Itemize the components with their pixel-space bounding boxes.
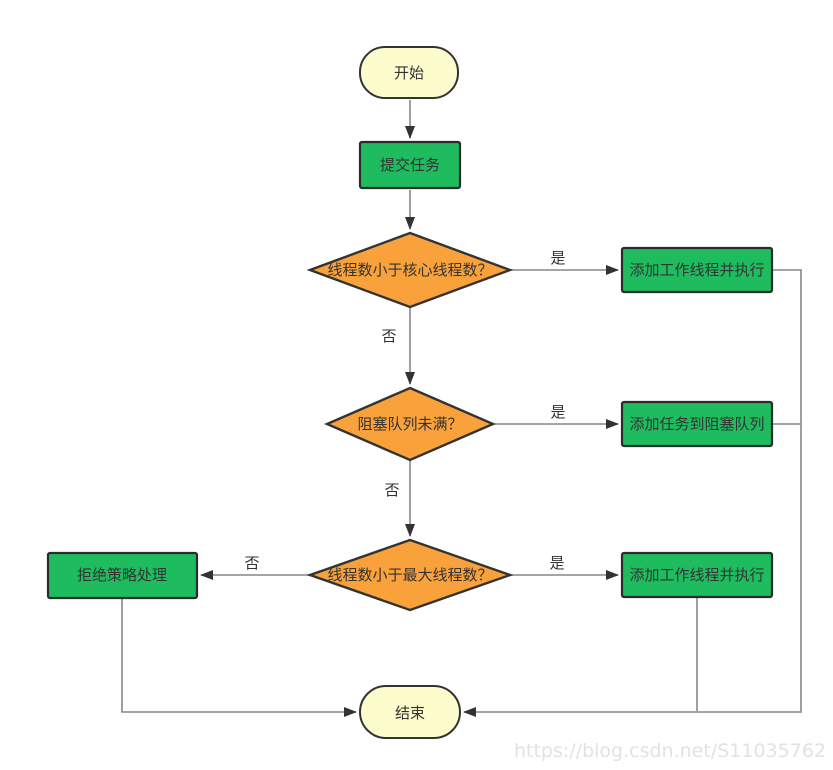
watermark-text: https://blog.csdn.net/S11035762 bbox=[514, 740, 826, 762]
label-d2-no: 否 bbox=[384, 481, 399, 499]
label-d3-no: 否 bbox=[244, 554, 259, 572]
reject-policy-label: 拒绝策略处理 bbox=[77, 566, 167, 584]
node-decision-queue: 阻塞队列未满？ bbox=[323, 386, 497, 462]
add-worker-bottom-shape bbox=[620, 551, 774, 599]
node-add-task-queue: 添加任务到阻塞队列 bbox=[620, 400, 774, 448]
end-label: 结束 bbox=[395, 704, 425, 722]
node-submit-task: 提交任务 bbox=[358, 140, 462, 190]
node-add-worker-bottom: 添加工作线程并执行 bbox=[620, 551, 774, 599]
node-start: 开始 bbox=[359, 46, 459, 99]
node-end: 结束 bbox=[359, 685, 461, 739]
decision-queue-label: 阻塞队列未满？ bbox=[357, 415, 462, 433]
submit-task-shape bbox=[358, 140, 462, 190]
edge-reject-to-end bbox=[121, 598, 357, 717]
label-d3-yes: 是 bbox=[549, 554, 564, 572]
add-task-queue-shape bbox=[620, 400, 774, 448]
edge-right-rail-to-end bbox=[463, 269, 802, 717]
label-d2-yes: 是 bbox=[550, 403, 565, 421]
add-task-queue-label: 添加任务到阻塞队列 bbox=[629, 415, 764, 433]
submit-task-label: 提交任务 bbox=[380, 156, 440, 174]
decision-core-threads-shape bbox=[306, 231, 514, 309]
add-worker-top-label: 添加工作线程并执行 bbox=[629, 261, 764, 279]
decision-core-threads-label: 线程数小于核心线程数？ bbox=[327, 261, 492, 279]
decision-max-threads-shape bbox=[306, 538, 514, 612]
add-worker-top-shape bbox=[620, 246, 774, 294]
label-d1-no: 否 bbox=[381, 327, 396, 345]
decision-queue-shape bbox=[323, 386, 497, 462]
node-reject-policy: 拒绝策略处理 bbox=[46, 551, 199, 600]
reject-policy-shape bbox=[46, 551, 199, 600]
node-decision-max-threads: 线程数小于最大线程数？ bbox=[306, 538, 514, 612]
node-add-worker-top: 添加工作线程并执行 bbox=[620, 246, 774, 294]
node-decision-core-threads: 线程数小于核心线程数？ bbox=[306, 231, 514, 309]
label-d1-yes: 是 bbox=[550, 249, 565, 267]
start-terminal-shape bbox=[359, 46, 459, 99]
decision-max-threads-label: 线程数小于最大线程数？ bbox=[327, 566, 492, 584]
end-terminal-shape bbox=[359, 685, 461, 739]
add-worker-bottom-label: 添加工作线程并执行 bbox=[629, 566, 764, 584]
start-label: 开始 bbox=[394, 64, 424, 82]
